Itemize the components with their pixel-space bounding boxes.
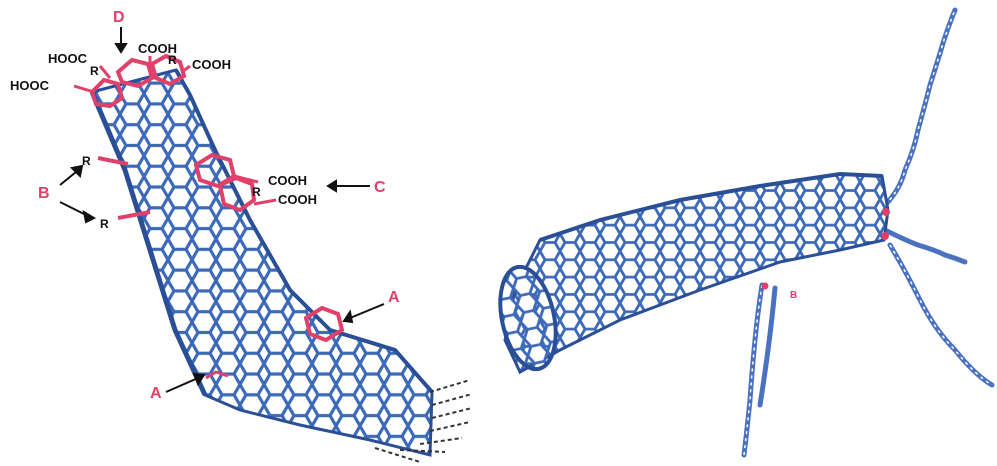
label-r-b-upper: R [82, 154, 91, 168]
label-cooh-c-lower: COOH [278, 192, 317, 207]
right-nanotube-body [505, 174, 888, 372]
label-cooh-top-right: COOH [192, 57, 231, 72]
right-nanotube-panel: B [492, 10, 992, 455]
label-c: C [374, 179, 386, 196]
label-cooh-c-upper: COOH [268, 173, 307, 188]
label-a-upper: A [388, 289, 400, 306]
left-nanotube-panel: HOOC HOOC R COOH R COOH R R COOH R COOH … [10, 9, 472, 462]
label-r-c: R [252, 185, 261, 199]
label-r-top-left: R [90, 64, 99, 78]
left-nanotube-body [92, 70, 432, 455]
polymer-chain-down-right [890, 245, 992, 385]
label-hooc-left: HOOC [10, 78, 50, 93]
label-hooc-top: HOOC [48, 51, 88, 66]
label-a-lower: A [150, 385, 162, 402]
label-b: B [38, 185, 50, 202]
label-d: D [113, 9, 125, 26]
label-r-top-right: R [168, 53, 177, 67]
polymer-chain-down-2 [760, 288, 775, 405]
right-label-small: B [790, 290, 797, 301]
label-r-b-lower: R [100, 217, 109, 231]
